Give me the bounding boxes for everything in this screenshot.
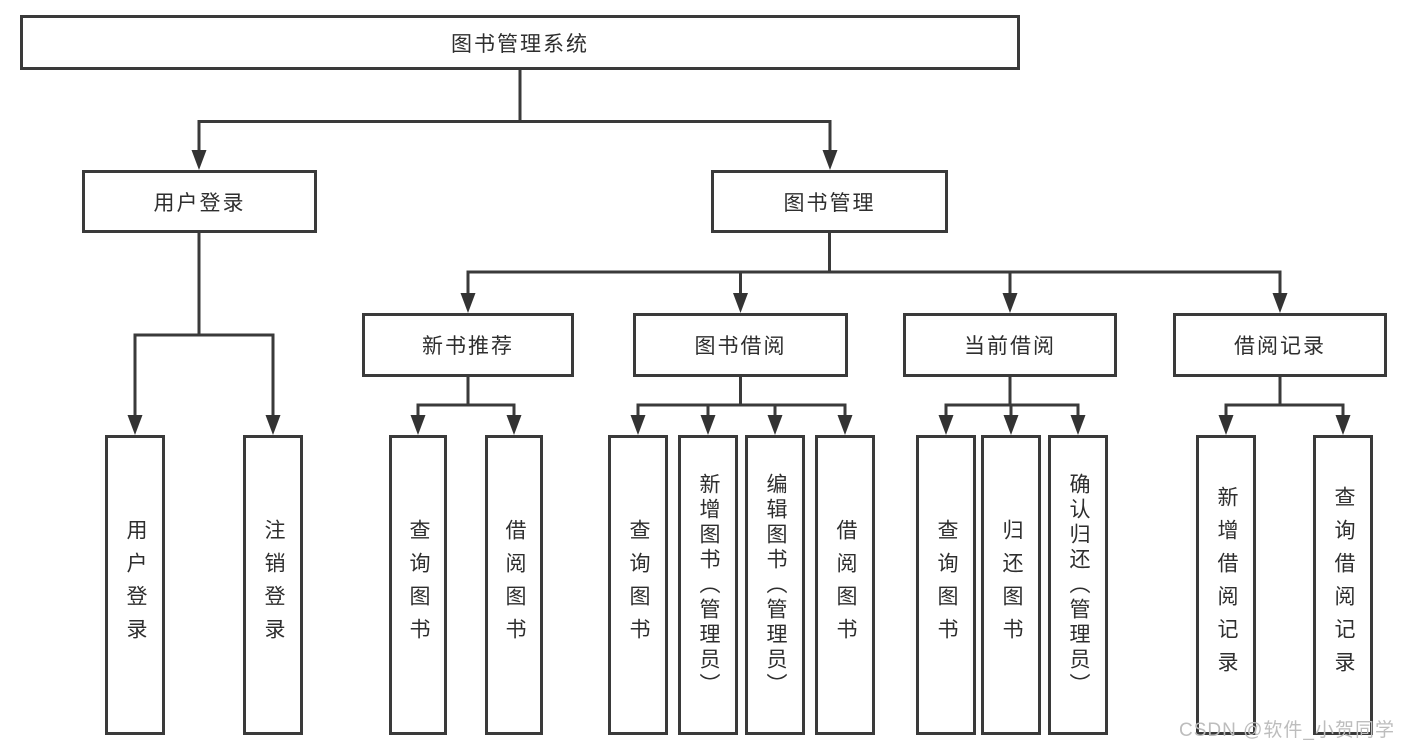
node-library-management-system: 图书管理系统 — [20, 15, 1020, 70]
arrowhead — [822, 150, 838, 170]
node-current-borrowing: 当前借阅 — [903, 313, 1117, 377]
leaf-borrow-books-recommend: 借阅图书 — [485, 435, 543, 735]
leaf-confirm-return-admin: 确认归还（管理员） — [1048, 435, 1108, 735]
arrowhead — [630, 415, 646, 435]
leaf-query-books-borrow: 查询图书 — [608, 435, 668, 735]
leaf-logout: 注销登录 — [243, 435, 303, 735]
arrowhead — [767, 415, 783, 435]
leaf-return-books: 归还图书 — [981, 435, 1041, 735]
arrowhead — [1002, 293, 1018, 313]
arrowhead — [127, 415, 143, 435]
node-new-book-recommendation: 新书推荐 — [362, 313, 574, 377]
arrowhead — [733, 293, 748, 313]
leaf-add-books-admin: 新增图书（管理员） — [678, 435, 738, 735]
node-book-borrowing: 图书借阅 — [633, 313, 848, 377]
arrowhead — [191, 150, 207, 170]
csdn-watermark: CSDN @软件_小贺同学 — [1179, 720, 1395, 741]
node-book-management: 图书管理 — [711, 170, 948, 233]
leaf-user-login: 用户登录 — [105, 435, 165, 735]
node-borrowing-records: 借阅记录 — [1173, 313, 1387, 377]
leaf-add-borrow-record: 新增借阅记录 — [1196, 435, 1256, 735]
leaf-query-borrow-record: 查询借阅记录 — [1313, 435, 1373, 735]
arrowhead — [460, 293, 476, 313]
arrowhead — [938, 415, 954, 435]
leaf-borrow-books: 借阅图书 — [815, 435, 875, 735]
leaf-query-books-recommend: 查询图书 — [389, 435, 447, 735]
arrowhead — [1070, 415, 1086, 435]
arrowhead — [1272, 293, 1288, 313]
arrowhead — [700, 415, 716, 435]
arrowhead — [1335, 415, 1351, 435]
node-user-login: 用户登录 — [82, 170, 317, 233]
arrowhead — [265, 415, 281, 435]
leaf-edit-books-admin: 编辑图书（管理员） — [745, 435, 805, 735]
arrowhead — [837, 415, 853, 435]
leaf-query-books-current: 查询图书 — [916, 435, 976, 735]
arrowhead — [410, 415, 426, 435]
arrowhead — [1218, 415, 1234, 435]
arrowhead — [506, 415, 522, 435]
arrowhead — [1003, 415, 1019, 435]
